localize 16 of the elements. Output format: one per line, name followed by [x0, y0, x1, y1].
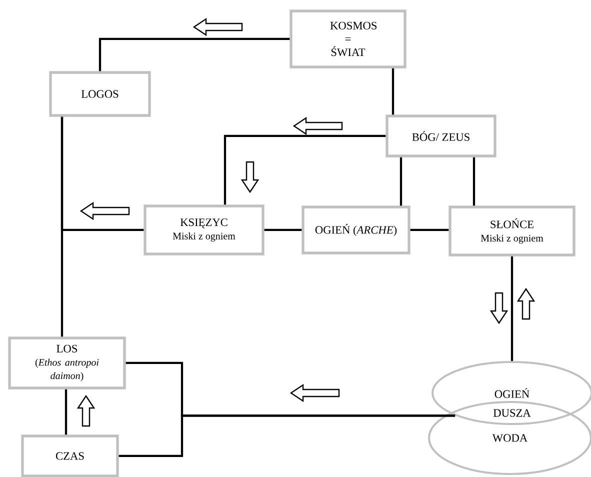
- connector-line: [264, 228, 302, 232]
- text-box: LOS (Ethos antropoi daimon): [8, 336, 126, 390]
- text-box: BÓG/ ZEUS: [386, 114, 496, 158]
- connector-line: [118, 414, 456, 458]
- connector-line: [392, 68, 394, 115]
- label-text: DUSZA: [493, 409, 531, 417]
- connector-line: [410, 228, 449, 232]
- connector-line: [60, 116, 64, 337]
- text-box: CZAS: [21, 434, 119, 477]
- connector-line: [472, 157, 476, 206]
- text-box: OGIEŃ (ARCHE): [302, 206, 410, 254]
- text-box: SŁOŃCE Miski z ogniem: [448, 206, 576, 256]
- text-box: KOSMOS = ŚWIAT: [290, 10, 406, 68]
- connector-line: [400, 157, 402, 206]
- text-box: KSIĘZYC Miski z ogniem: [144, 204, 264, 256]
- text-box: LOGOS: [49, 71, 151, 117]
